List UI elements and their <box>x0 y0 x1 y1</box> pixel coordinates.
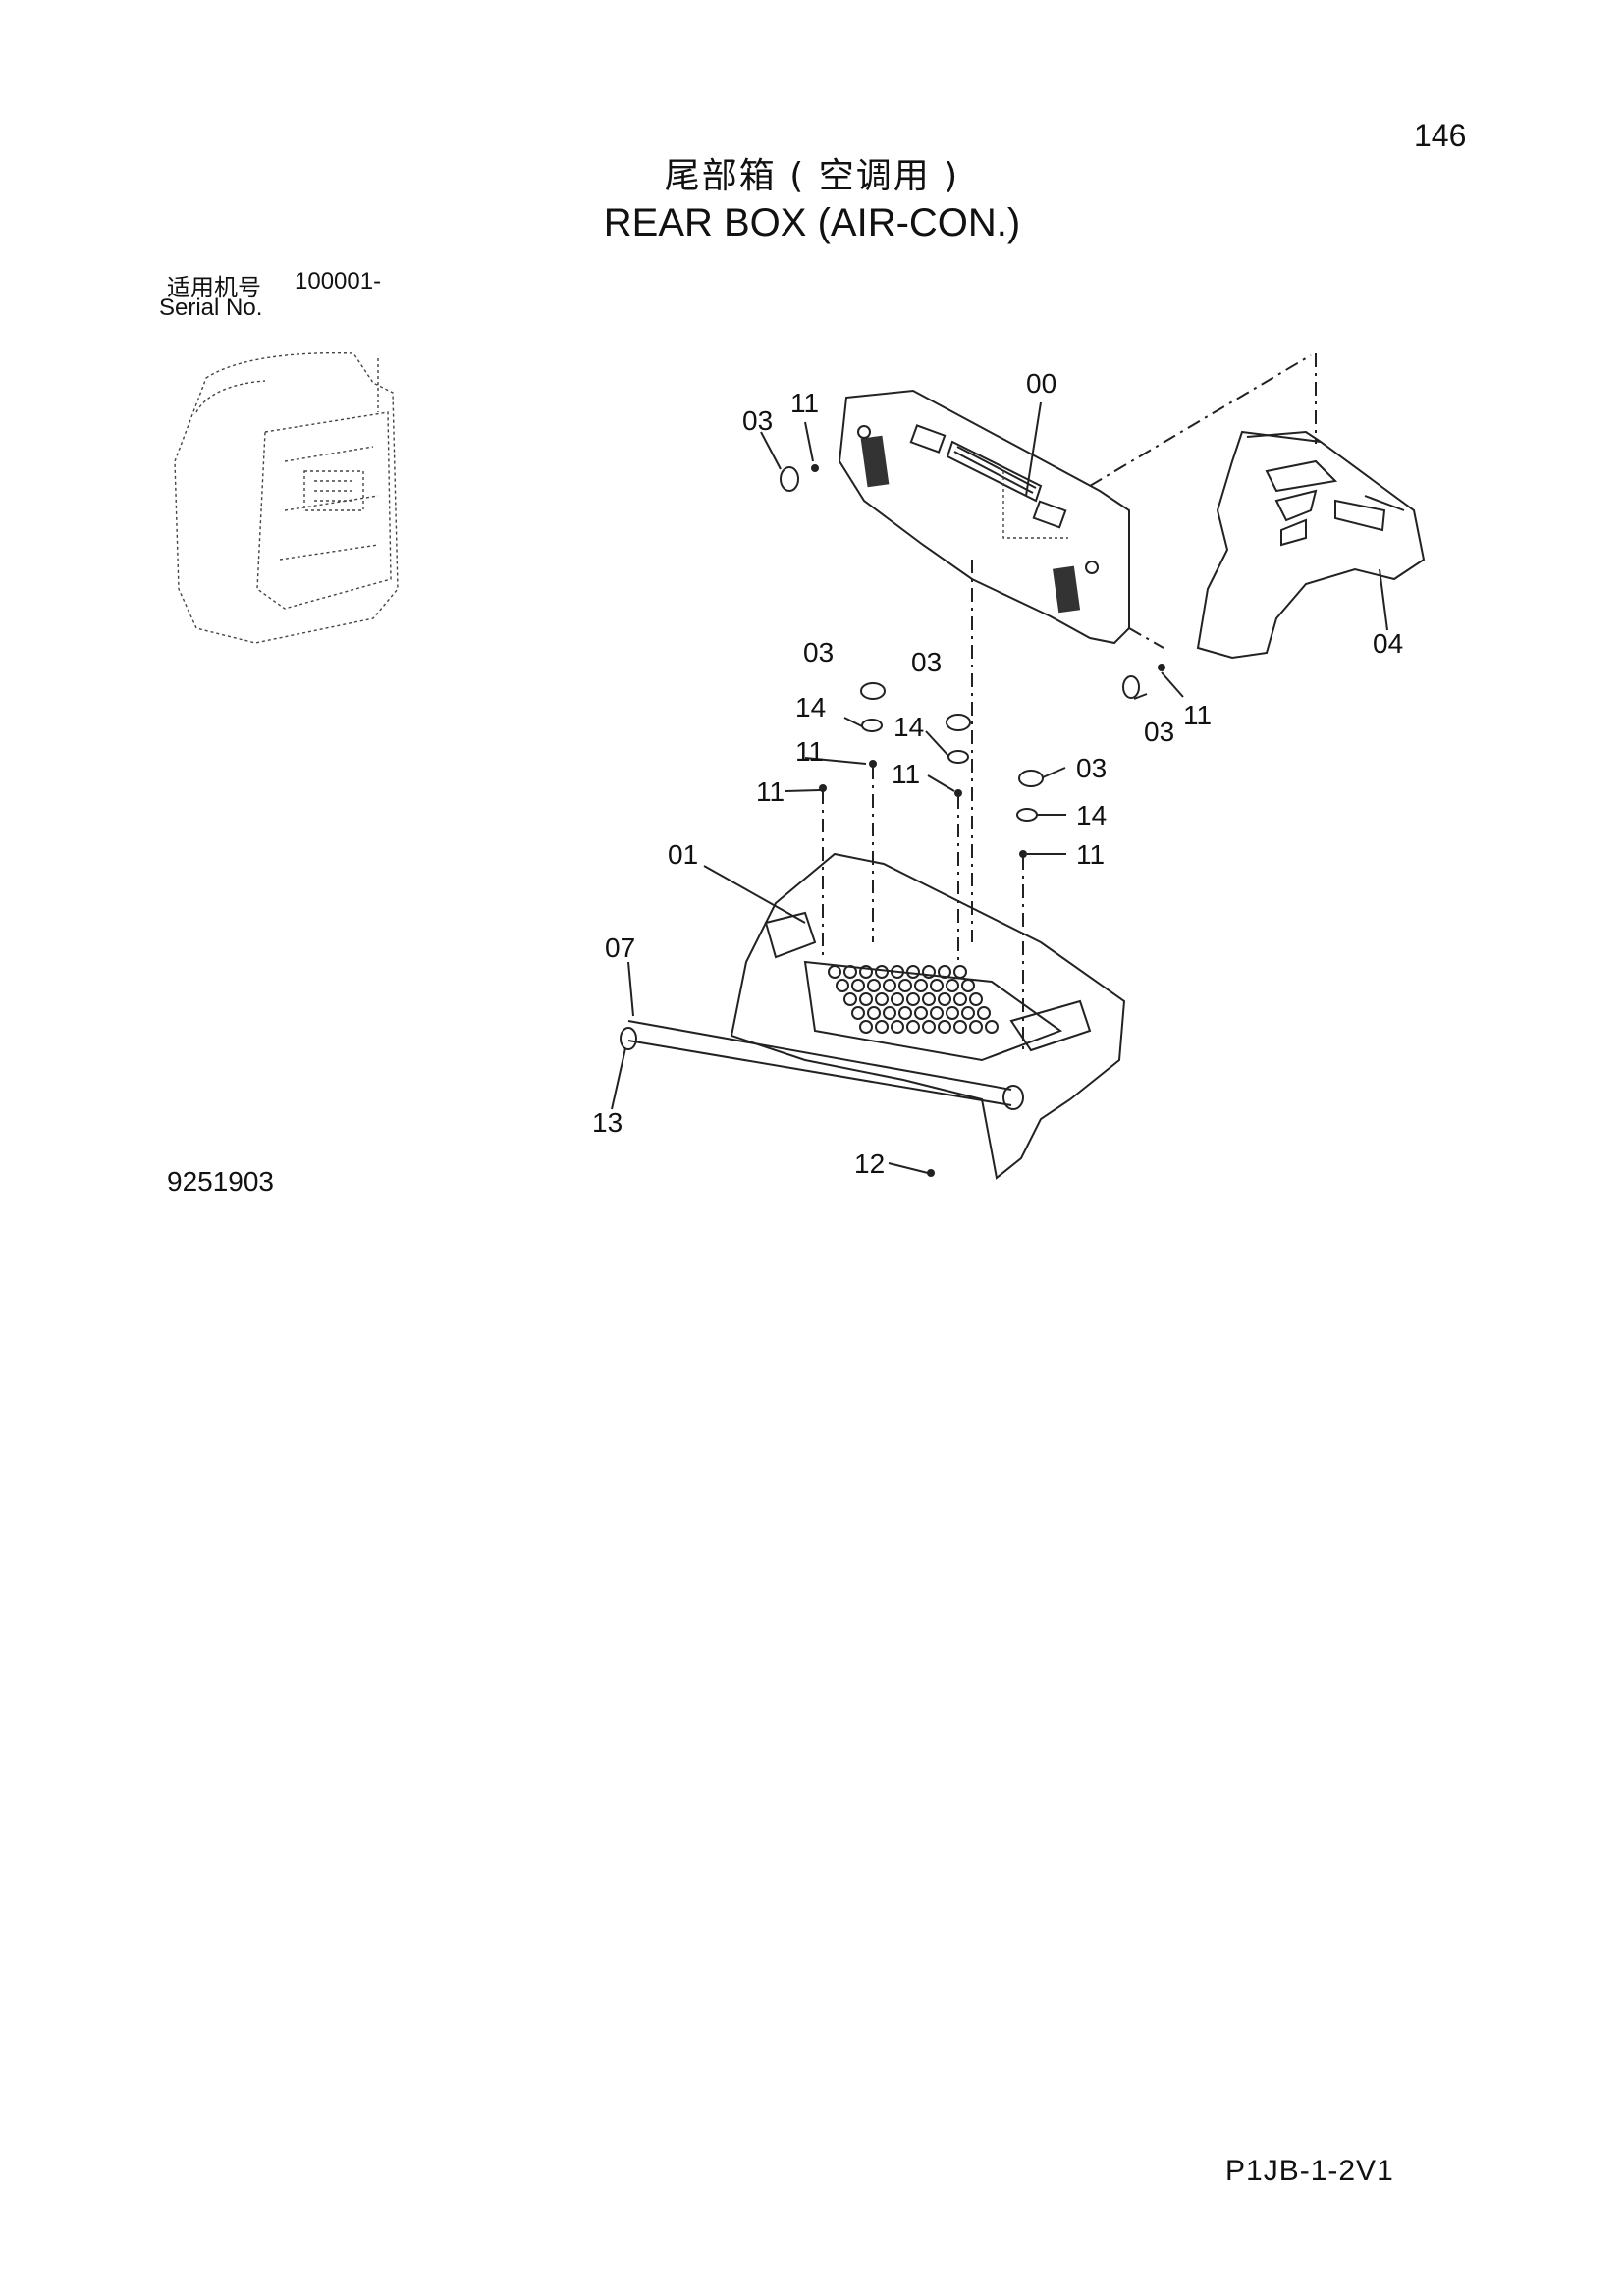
serial-label-english: Serial No. <box>159 294 263 321</box>
callout-11: 11 <box>1183 700 1212 730</box>
serial-label-chinese: 适用机号 <box>167 274 261 301</box>
callout-11: 11 <box>790 388 819 418</box>
page-title-chinese: 尾部箱 ( 空调用 ) <box>664 156 960 196</box>
rod-part-07 <box>620 1020 1024 1110</box>
assembly-center-lines <box>822 353 1317 1050</box>
callout-04: 04 <box>1373 628 1403 659</box>
serial-value: 100001- <box>295 268 382 294</box>
callout-12: 12 <box>854 1148 885 1179</box>
callout-13: 13 <box>592 1107 623 1138</box>
callout-03: 03 <box>742 405 773 436</box>
floor-box-part-01 <box>730 852 1126 1180</box>
page-title-english: REAR BOX (AIR-CON.) <box>603 201 1021 244</box>
callout-03: 03 <box>1144 717 1174 747</box>
callout-03: 03 <box>1076 753 1107 783</box>
callout-03: 03 <box>911 647 942 677</box>
callout-01: 01 <box>668 839 698 870</box>
ventilation-holes <box>828 965 999 1034</box>
callout-07: 07 <box>605 933 635 963</box>
callout-11: 11 <box>756 776 785 807</box>
page-number: 146 <box>1414 118 1467 153</box>
leader-lines <box>611 401 1388 1174</box>
callout-11: 11 <box>892 759 920 789</box>
callout-00: 00 <box>1026 368 1056 399</box>
cab-location-thumbnail <box>174 352 399 644</box>
callout-14: 14 <box>795 692 826 722</box>
callout-03: 03 <box>803 637 834 667</box>
callout-14: 14 <box>1076 800 1107 830</box>
callout-11: 11 <box>1076 839 1105 870</box>
rear-cover-part-00 <box>838 389 1130 645</box>
callout-11: 11 <box>795 736 824 767</box>
callout-14: 14 <box>893 712 924 742</box>
duct-part-04 <box>1196 430 1426 660</box>
callout-labels: 00 03 11 04 03 11 03 03 14 14 11 11 11 0… <box>592 368 1403 1179</box>
fasteners <box>780 464 1165 1177</box>
drawing-number: 9251903 <box>167 1166 275 1197</box>
page-code: P1JB-1-2V1 <box>1225 2155 1394 2187</box>
